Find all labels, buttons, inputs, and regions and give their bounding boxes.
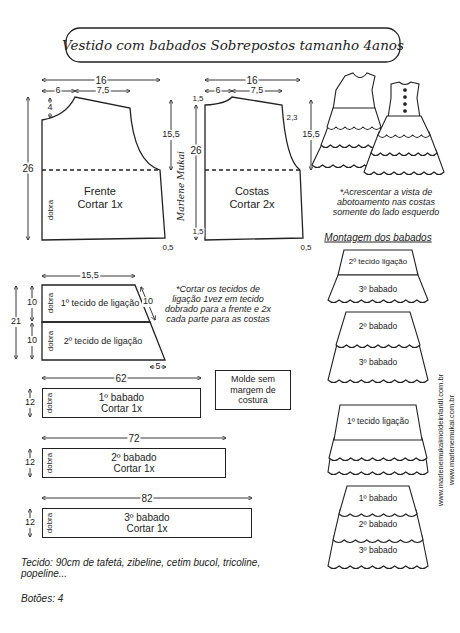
dimension-label: 16: [94, 75, 107, 86]
waist-line: [205, 169, 300, 170]
pattern-piece-label: CostasCortar 2x: [217, 185, 287, 210]
dimension-label: 6: [214, 86, 221, 96]
piece-text: Cortar 1x: [113, 463, 154, 475]
dimension-label: 1,5: [191, 95, 204, 104]
piece-text: Cortar 1x: [126, 523, 167, 535]
dimension-label: 26: [21, 163, 34, 174]
pattern-piece-label: FrenteCortar 1x: [65, 185, 135, 210]
dimension-label: 12: [24, 398, 36, 408]
dimension-label: 15,5: [161, 130, 181, 140]
dimension-label: 15,5: [80, 271, 100, 281]
pattern-piece-label: 1º tecido de ligação: [57, 298, 143, 308]
dimension-label: 3º babado: [358, 285, 399, 294]
note-text: *Cortar os tecidos de ligação 1vez em te…: [161, 285, 275, 325]
dimension-label: 12: [24, 458, 36, 468]
piece-text: Costas: [235, 185, 269, 198]
piece-text: Molde sem margem de costura: [220, 374, 286, 405]
piece-text: Frente: [84, 185, 116, 198]
ruffle-tier: [336, 312, 420, 348]
dress-illustration: [312, 73, 444, 175]
dimension-label: 10: [26, 298, 38, 308]
pattern-piece-box: 2º babadoCortar 1x: [42, 448, 226, 478]
dimension-label: 6: [54, 86, 61, 96]
dimension-label: 5: [154, 362, 161, 372]
piece-text: Cortar 1x: [77, 198, 122, 211]
dimension-label: 16: [245, 75, 258, 86]
front-piece-outline: [42, 97, 165, 240]
pattern-piece-label: 2º tecido de ligação: [60, 336, 146, 346]
dimension-label: 26: [189, 145, 202, 156]
dimension-label: 15,5: [301, 130, 321, 140]
dimension-label: dobra: [47, 292, 56, 314]
dimension-label: 7,5: [96, 86, 111, 96]
ruffle-assembly-figures: [328, 250, 428, 569]
dimension-label: 0,5: [161, 244, 174, 253]
dimension-label: 7,5: [250, 86, 265, 96]
dimension-label: 2º babado: [358, 520, 399, 529]
dimension-label: www.marlenemukai.com.br: [448, 394, 456, 486]
signature: Marlene Mukai: [177, 150, 187, 222]
note-text: Botões: 4: [20, 593, 64, 604]
note-text: Tecido: 90cm de tafetá, zibeline, cetim …: [20, 557, 262, 579]
pattern-piece-box: Molde sem margem de costura: [215, 370, 291, 410]
dimension-label: Montagem dos babados: [323, 232, 432, 243]
dimension-label: 72: [127, 433, 140, 444]
dimension-label: 3º babado: [358, 546, 399, 555]
dimension-lines: [16, 80, 311, 537]
yoke-2-outline: [42, 322, 165, 360]
piece-text: 1º tecido de ligação: [61, 298, 139, 308]
ruffle-tier: [329, 438, 427, 461]
piece-text: 3º babado: [124, 512, 169, 524]
waist-line: [42, 169, 160, 170]
dimension-label: 12: [24, 518, 36, 528]
piece-text: 1º babado: [99, 392, 144, 404]
dimension-label: 82: [140, 493, 153, 504]
ruffle-tier: [327, 108, 381, 130]
dimension-label: 0,5: [299, 244, 312, 253]
ruffle-tier: [378, 116, 430, 138]
dimension-label: dobra: [47, 199, 56, 221]
ruffle-tier: [339, 486, 417, 517]
pattern-piece-box: 1º babadoCortar 1x: [42, 388, 201, 418]
piece-text: Cortar 2x: [229, 198, 274, 211]
piece-text: 2º tecido de ligação: [64, 336, 142, 346]
dimension-label: 3º babado: [358, 358, 399, 367]
back-piece-outline: [205, 97, 303, 240]
pattern-piece-box: 3º babadoCortar 1x: [42, 508, 252, 538]
dimension-label: 1,5: [191, 228, 204, 237]
dimension-label: dobra: [46, 512, 55, 534]
dimension-label: dobra: [46, 452, 55, 474]
dimension-label: www.marlenemukaimoldeinfantil.com.br: [437, 373, 445, 507]
dimension-label: 62: [114, 373, 127, 384]
yoke-1-outline: [42, 285, 150, 322]
dimension-label: 2,3: [285, 114, 298, 123]
dimension-label: 21: [10, 317, 22, 327]
piece-text: Cortar 1x: [101, 403, 142, 415]
dimension-label: 1º babado: [358, 494, 399, 503]
dimension-label: 10: [142, 297, 154, 307]
dimension-label: 10: [26, 336, 38, 346]
dimension-label: dobra: [46, 392, 55, 414]
dimension-label: dobra: [47, 330, 56, 352]
dimension-label: 4: [46, 103, 53, 113]
ruffle-tier: [328, 275, 428, 303]
note-text: *Acrescentar a vista de abotoamento nas …: [323, 188, 449, 218]
piece-text: 2º babado: [111, 452, 156, 464]
dimension-label: 2º babado: [358, 322, 399, 331]
title-text: Vestido com babados Sobrepostos tamanho …: [62, 38, 404, 53]
dimension-label: 1º tecido ligação: [346, 417, 410, 426]
dimension-label: 2º tecido ligação: [348, 258, 409, 267]
